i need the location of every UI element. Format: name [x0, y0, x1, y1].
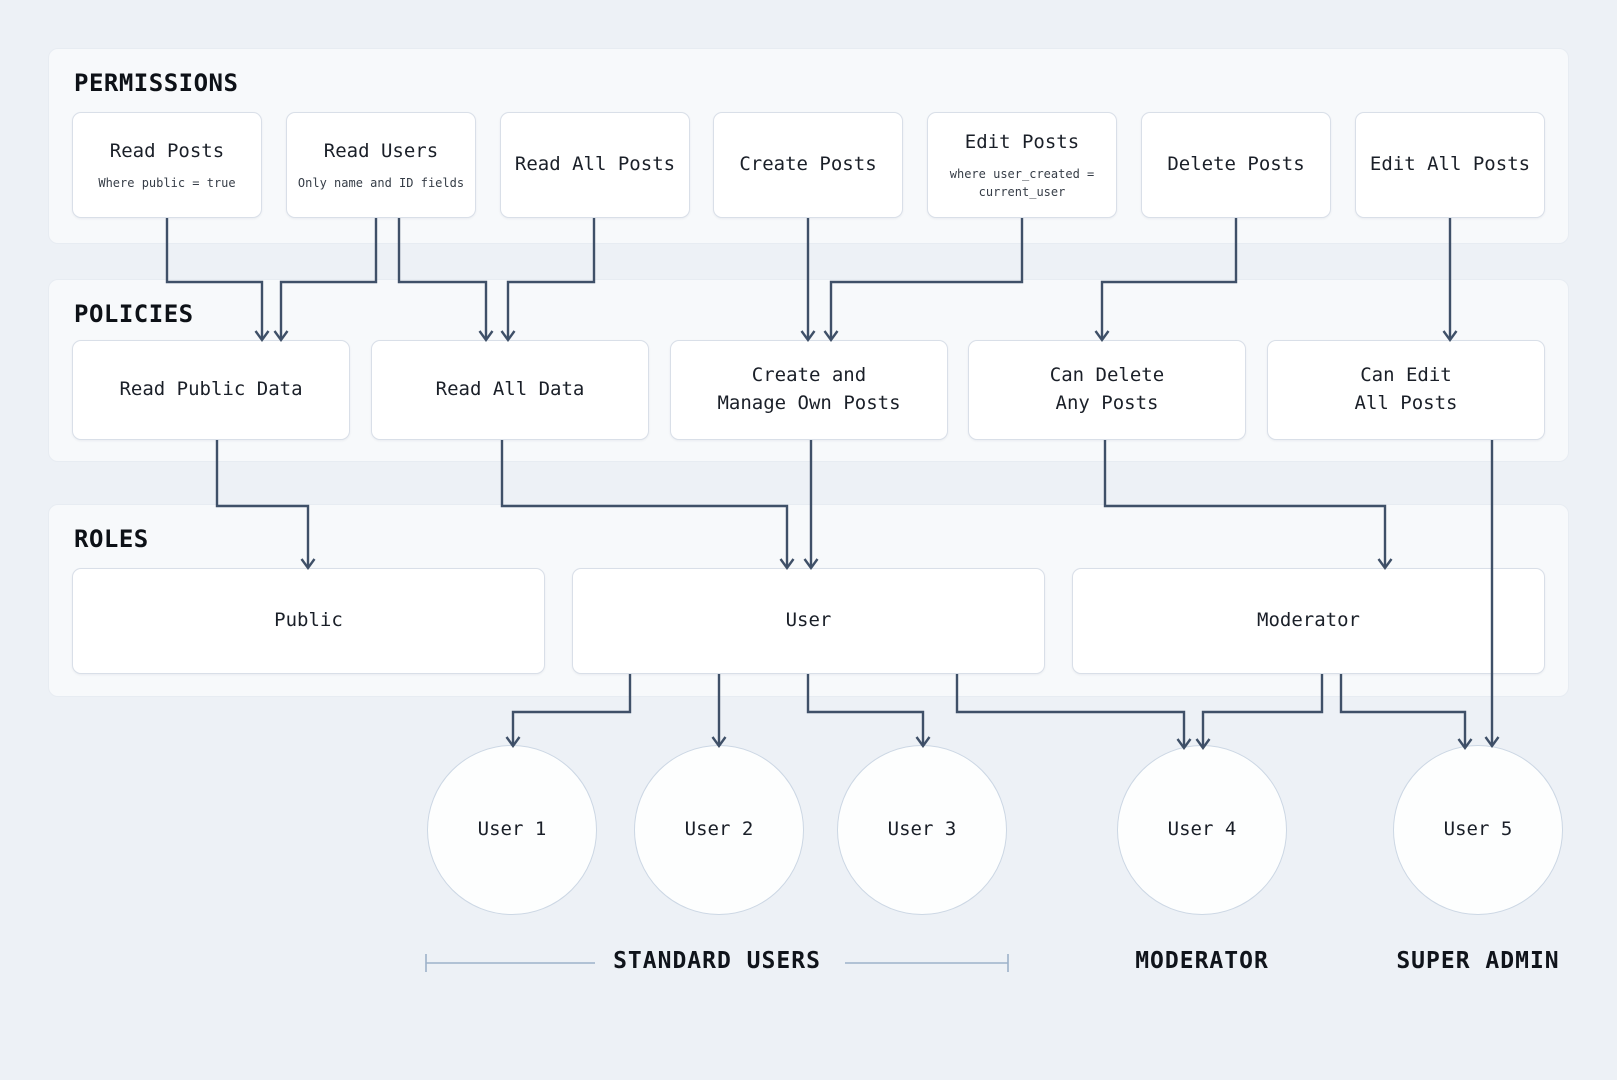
node-label: Can Delete Any Posts [1049, 364, 1165, 414]
node-label: Read Posts [109, 139, 225, 162]
role-public: Public [72, 568, 545, 674]
node-note: Where public = true [98, 176, 236, 191]
policy-can-edit-all-posts: Can Edit All Posts [1267, 340, 1545, 440]
permission-read-all-posts: Read All Posts [500, 112, 690, 218]
node-label: Public [274, 609, 343, 632]
node-label: Read Public Data [119, 378, 303, 401]
user-label: User 5 [1443, 818, 1513, 841]
policies-title: POLICIES [74, 300, 194, 328]
user-3-circle: User 3 [837, 745, 1007, 915]
permissions-title: PERMISSIONS [74, 69, 239, 97]
policy-create-manage-own-posts: Create and Manage Own Posts [670, 340, 948, 440]
roles-title: ROLES [74, 525, 149, 553]
policy-read-all-data: Read All Data [371, 340, 649, 440]
user-label: User 3 [887, 818, 957, 841]
permission-create-posts: Create Posts [713, 112, 903, 218]
permission-edit-all-posts: Edit All Posts [1355, 112, 1545, 218]
user-1-circle: User 1 [427, 745, 597, 915]
node-label: Edit Posts [964, 130, 1080, 153]
policy-can-delete-any-posts: Can Delete Any Posts [968, 340, 1246, 440]
node-label: Delete Posts [1167, 153, 1305, 176]
node-label: User [785, 609, 832, 632]
user-label: User 1 [477, 818, 547, 841]
node-label: Can Edit All Posts [1354, 364, 1458, 414]
permission-edit-posts: Edit Posts where user_created = current_… [927, 112, 1117, 218]
user-2-circle: User 2 [634, 745, 804, 915]
node-note: where user_created = current_user [949, 167, 1095, 200]
node-label: Read All Posts [514, 153, 676, 176]
node-label: Edit All Posts [1369, 153, 1531, 176]
permission-read-users: Read Users Only name and ID fields [286, 112, 476, 218]
node-label: Create Posts [739, 153, 877, 176]
role-user: User [572, 568, 1045, 674]
user-label: User 4 [1167, 818, 1237, 841]
node-label: Read Users [323, 139, 439, 162]
group-label-standard-users: STANDARD USERS [613, 948, 821, 974]
user-4-circle: User 4 [1117, 745, 1287, 915]
node-label: Create and Manage Own Posts [717, 364, 901, 414]
role-moderator: Moderator [1072, 568, 1545, 674]
user-label: User 2 [684, 818, 754, 841]
node-note: Only name and ID fields [297, 176, 465, 191]
permission-read-posts: Read Posts Where public = true [72, 112, 262, 218]
node-label: Moderator [1257, 609, 1360, 632]
group-label-super-admin: SUPER ADMIN [1396, 948, 1560, 974]
user-5-circle: User 5 [1393, 745, 1563, 915]
policy-read-public-data: Read Public Data [72, 340, 350, 440]
group-label-moderator: MODERATOR [1135, 948, 1269, 974]
permission-delete-posts: Delete Posts [1141, 112, 1331, 218]
node-label: Read All Data [435, 378, 585, 401]
